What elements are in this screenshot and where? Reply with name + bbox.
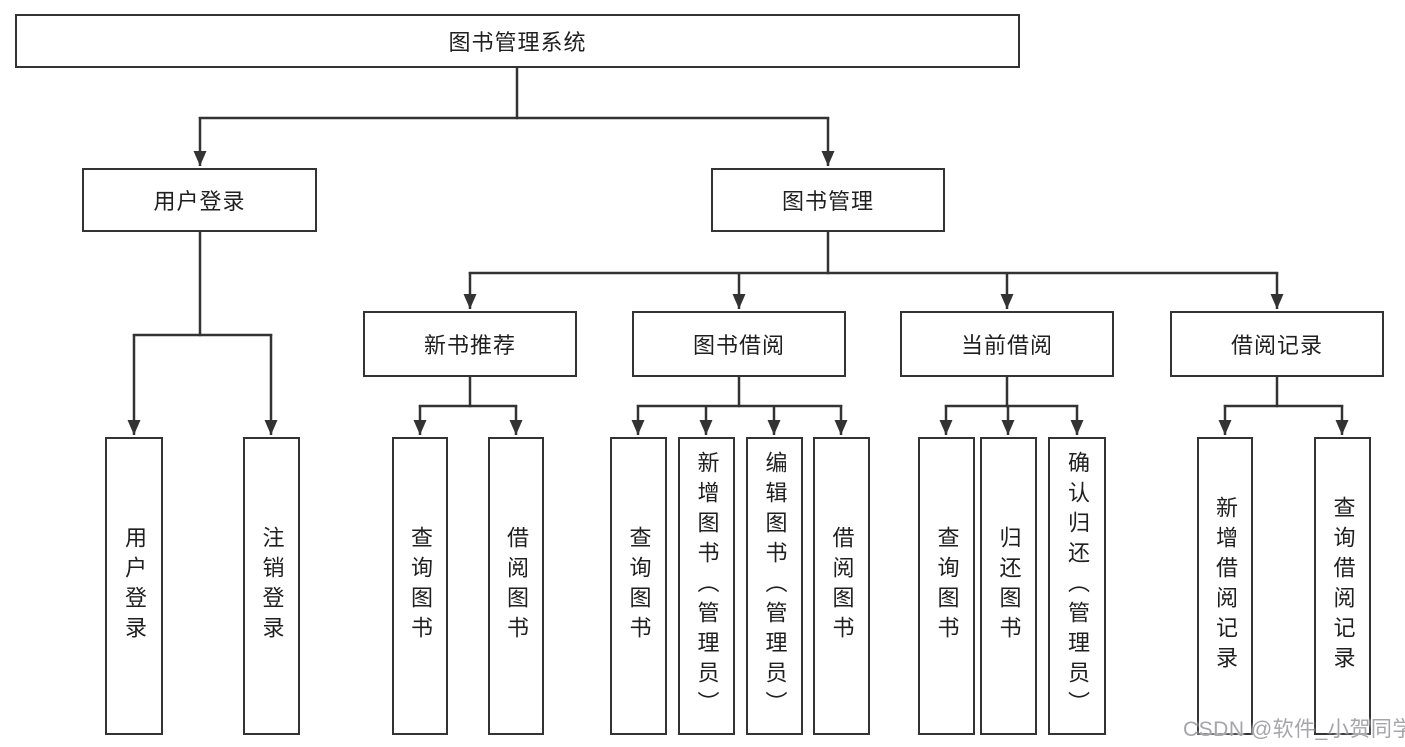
- node-leaf-new-borrow: 借阅图书: [488, 437, 544, 735]
- connector-group-record: [1218, 375, 1349, 435]
- connector-group-borrow: [631, 375, 848, 435]
- node-leaf-rec-query: 查询借阅记录: [1314, 437, 1371, 735]
- node-label: 确认归还（管理员）: [1065, 451, 1090, 721]
- node-leaf-bb-add: 新增图书（管理员）: [678, 437, 735, 735]
- node-leaf-cur-query: 查询图书: [918, 437, 975, 735]
- node-label: 新增借阅记录: [1213, 496, 1238, 676]
- node-label: 归还图书: [996, 526, 1022, 646]
- node-group-new: 新书推荐: [363, 311, 577, 377]
- node-leaf-cur-confirm: 确认归还（管理员）: [1048, 437, 1106, 735]
- node-group-record: 借阅记录: [1170, 311, 1384, 377]
- node-leaf-cur-return: 归还图书: [980, 437, 1037, 735]
- node-label: 借阅图书: [504, 526, 529, 646]
- node-root: 图书管理系统: [15, 14, 1020, 68]
- connector-root-to-level2: [193, 66, 835, 166]
- node-user-branch: 用户登录: [82, 168, 317, 232]
- node-leaf-bb-edit: 编辑图书（管理员）: [746, 437, 803, 735]
- node-label: 注销登录: [259, 526, 285, 646]
- node-label: 借阅图书: [829, 526, 855, 646]
- node-leaf-bb-query: 查询图书: [610, 437, 667, 735]
- node-leaf-user-logout: 注销登录: [243, 437, 300, 735]
- node-leaf-new-query: 查询图书: [392, 437, 448, 735]
- watermark: CSDN @软件_小贺同学: [1183, 718, 1405, 741]
- node-label: 编辑图书（管理员）: [762, 451, 788, 721]
- node-group-current: 当前借阅: [900, 311, 1114, 377]
- node-label: 查询图书: [408, 526, 433, 646]
- node-label: 用户登录: [122, 526, 147, 646]
- node-leaf-rec-add: 新增借阅记录: [1197, 437, 1253, 735]
- node-label: 查询图书: [626, 526, 652, 646]
- connector-book-to-groups: [463, 230, 1284, 309]
- node-label: 新增图书（管理员）: [694, 451, 720, 721]
- connector-group-new: [413, 375, 523, 435]
- node-leaf-bb-borrow: 借阅图书: [813, 437, 870, 735]
- node-book-branch: 图书管理: [711, 168, 945, 232]
- node-label: 查询图书: [934, 526, 960, 646]
- node-group-borrow: 图书借阅: [632, 311, 846, 377]
- connector-group-current: [939, 375, 1084, 435]
- connector-user-branch: [127, 230, 278, 435]
- node-label: 查询借阅记录: [1330, 496, 1356, 676]
- node-leaf-user-login: 用户登录: [105, 437, 163, 735]
